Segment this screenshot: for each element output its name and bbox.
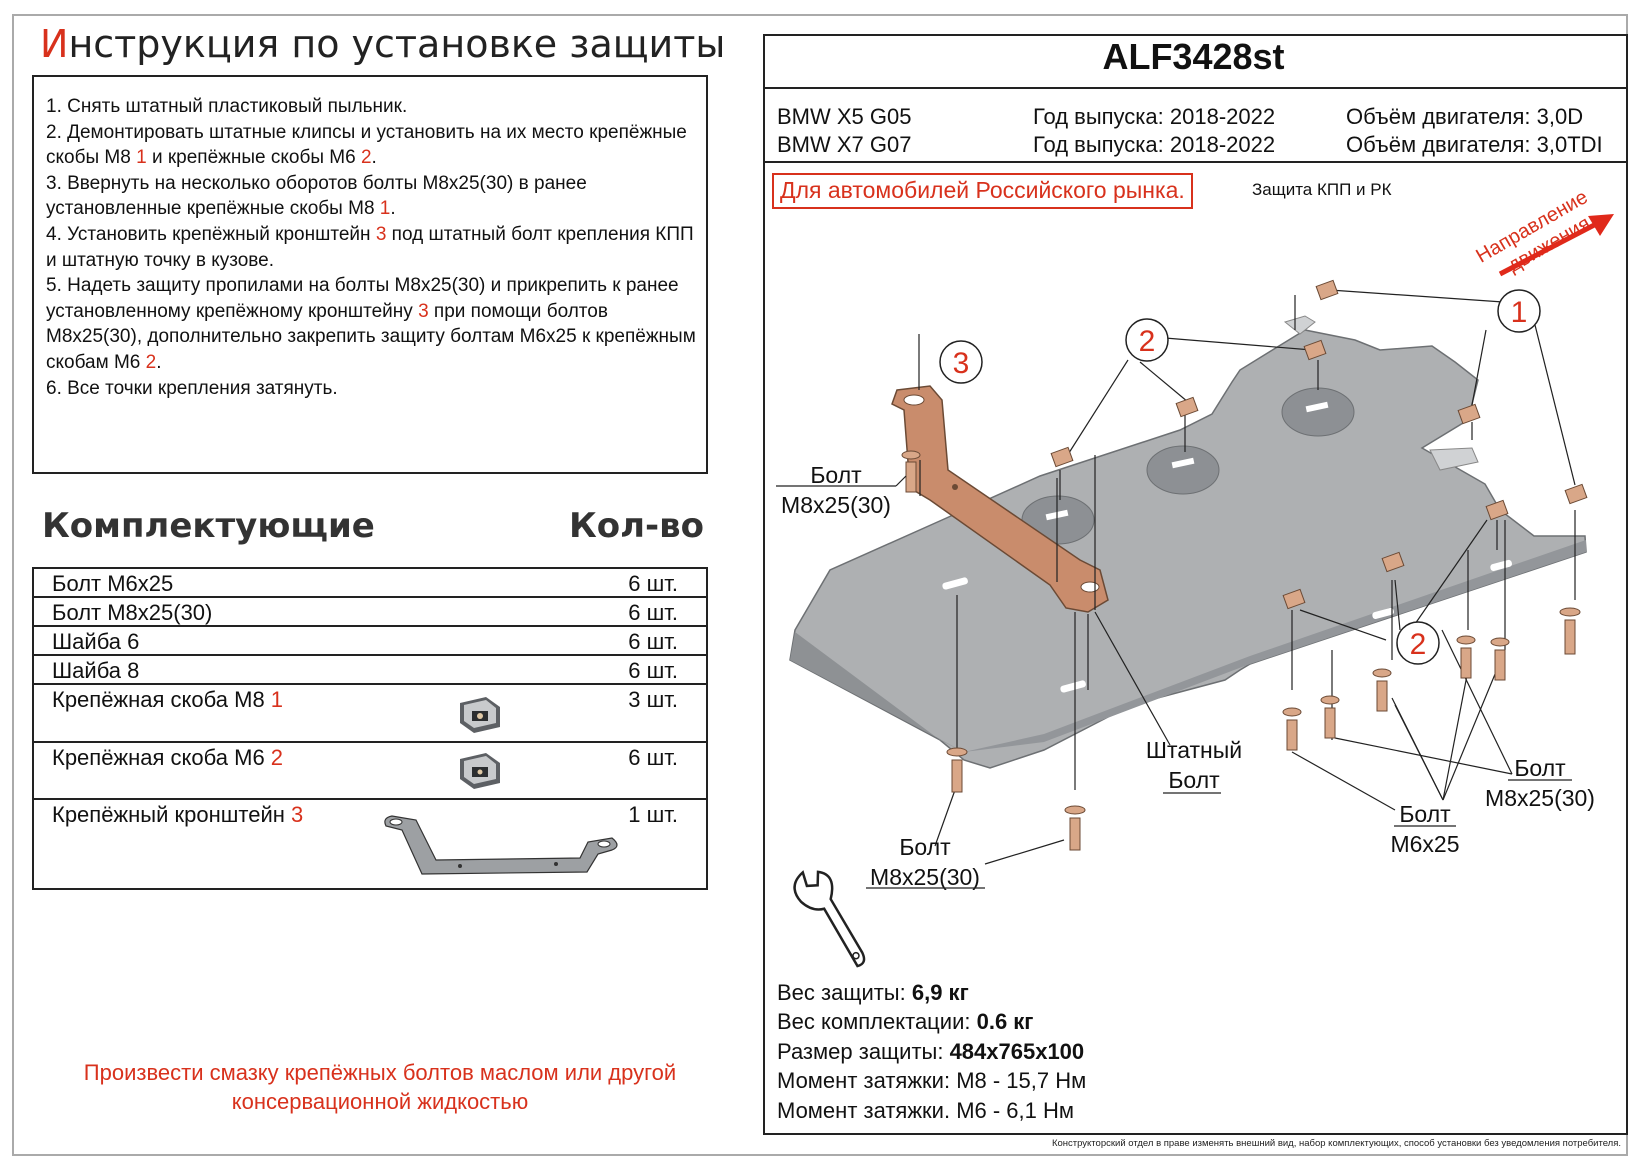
part-name: Крепёжная скоба М6 2 — [52, 745, 284, 770]
callout-circles — [939, 289, 1541, 665]
table-row: Болт М6х25 6 шт. — [34, 569, 706, 598]
table-row: Болт М8х25(30) 6 шт. — [34, 598, 706, 627]
instructions-list: 1. Снять штатный пластиковый пыльник. 2.… — [46, 94, 706, 401]
instruction-step: 2. Демонтировать штатные клипсы и устано… — [46, 121, 687, 169]
instructions-box — [32, 75, 708, 474]
callout-1: 1 — [1511, 296, 1528, 329]
label-bolt-m8: М8х25(30) — [870, 864, 980, 890]
callout-2-lower: 2 — [1410, 628, 1427, 661]
components-heading: Комплектующие — [42, 506, 375, 546]
spec-weight: Вес защиты: 6,9 кг — [777, 980, 969, 1005]
part-qty: 6 шт. — [628, 600, 678, 625]
instruction-step: 6. Все точки крепления затянуть. — [46, 377, 338, 399]
part-name: Болт М6х25 — [52, 571, 174, 596]
product-type: Защита КПП и РК — [1252, 180, 1392, 199]
spec-kit-weight: Вес комплектации: 0.6 кг — [777, 1009, 1034, 1035]
part-name: Крепёжный кронштейн 3 — [52, 802, 304, 827]
label-stock: Штатный — [1146, 737, 1242, 763]
plate-hole — [1281, 387, 1355, 437]
table-row: Шайба 6 6 шт. — [34, 627, 706, 656]
callout-3: 3 — [953, 347, 970, 380]
plate-edge — [790, 632, 964, 752]
car-engine: Объём двигателя: 3,0D — [1346, 104, 1584, 129]
label-bolt: Болт — [899, 834, 951, 860]
part-qty: 3 шт. — [628, 687, 678, 712]
spec-torque-m6: Момент затяжки. М6 - 6,1 Нм — [777, 1097, 1075, 1123]
car-year: Год выпуска: 2018-2022 — [1033, 104, 1276, 129]
divider — [763, 87, 1628, 89]
part-qty: 6 шт. — [628, 658, 678, 683]
skid-plate — [789, 329, 1587, 769]
specifications: Вес защиты: 6,9 кг Вес комплектации: 0.6… — [777, 978, 1086, 1125]
label-bolt: Болт — [1514, 755, 1566, 781]
arrow-head — [1588, 214, 1614, 236]
market-label: Для автомобилей Российского рынка. — [772, 173, 1193, 209]
car-year: Год выпуска: 2018-2022 — [1033, 132, 1276, 157]
clip-nut-m6-icon — [460, 753, 500, 789]
label-bolt-m6: М6х25 — [1390, 831, 1459, 857]
quantity-heading: Кол-во — [569, 506, 705, 546]
components-table: Болт М6х25 6 шт. Болт М8х25(30) 6 шт. Ша… — [32, 567, 708, 890]
product-code: ALF3428st — [1102, 36, 1285, 77]
clip-nuts — [1050, 279, 1588, 610]
label-bolt: Болт — [1399, 801, 1451, 827]
part-qty: 6 шт. — [628, 745, 678, 770]
table-row: Крепёжная скоба М8 1 3 шт. — [34, 685, 706, 743]
plate-hole — [1146, 445, 1220, 495]
mount-bracket — [891, 385, 1109, 613]
label-stock-bolt: Болт — [1168, 767, 1220, 793]
plate-slots — [942, 559, 1512, 693]
instruction-step: 1. Снять штатный пластиковый пыльник. — [46, 96, 408, 117]
label-bolt-m8: М8х25(30) — [781, 492, 891, 518]
table-row: Шайба 8 6 шт. — [34, 656, 706, 685]
bracket-icon — [384, 815, 618, 875]
label-bolt: Болт — [810, 462, 862, 488]
label-bolt-m8: М8х25(30) — [1485, 785, 1595, 811]
clip-nut-m8-icon — [460, 697, 500, 733]
part-name: Болт М8х25(30) — [52, 600, 213, 625]
instruction-step: 3. Ввернуть на несколько оборотов болты … — [46, 172, 587, 220]
part-qty: 1 шт. — [628, 802, 678, 827]
part-name: Крепёжная скоба М8 1 — [52, 687, 284, 712]
part-name: Шайба 6 — [52, 629, 140, 654]
divider — [763, 161, 1628, 163]
spec-size: Размер защиты: 484х765х100 — [777, 1038, 1085, 1064]
wrench-icon — [793, 870, 866, 968]
page-title: Инструкция по установке защиты — [40, 22, 726, 66]
direction-arrow — [1498, 219, 1602, 277]
direction-label: Направление движения — [1472, 186, 1594, 277]
part-qty: 6 шт. — [628, 629, 678, 654]
disclaimer: Конструкторский отдел в праве изменять в… — [1051, 1138, 1621, 1149]
lubrication-note: Произвести смазку крепёжных болтов масло… — [83, 1060, 677, 1114]
table-row: Крепёжный кронштейн 3 1 шт. — [34, 800, 706, 888]
part-qty: 6 шт. — [628, 571, 678, 596]
car-model: BMW X7 G07 — [777, 132, 912, 157]
part-name: Шайба 8 — [52, 658, 140, 683]
spec-torque-m8: Момент затяжки: М8 - 15,7 Нм — [777, 1068, 1087, 1094]
instruction-step: 5. Надеть защиту пропилами на болты М8х2… — [46, 275, 696, 373]
instruction-step: 4. Установить крепёжный кронштейн 3 под … — [46, 223, 694, 271]
leader-lines — [918, 289, 1576, 865]
bolts — [901, 450, 1581, 851]
callout-2: 2 — [1139, 325, 1156, 358]
product-panel — [763, 34, 1628, 1135]
table-row: Крепёжная скоба М6 2 6 шт. — [34, 743, 706, 800]
car-model: BMW X5 G05 — [777, 104, 912, 129]
car-engine: Объём двигателя: 3,0TDI — [1346, 132, 1603, 157]
